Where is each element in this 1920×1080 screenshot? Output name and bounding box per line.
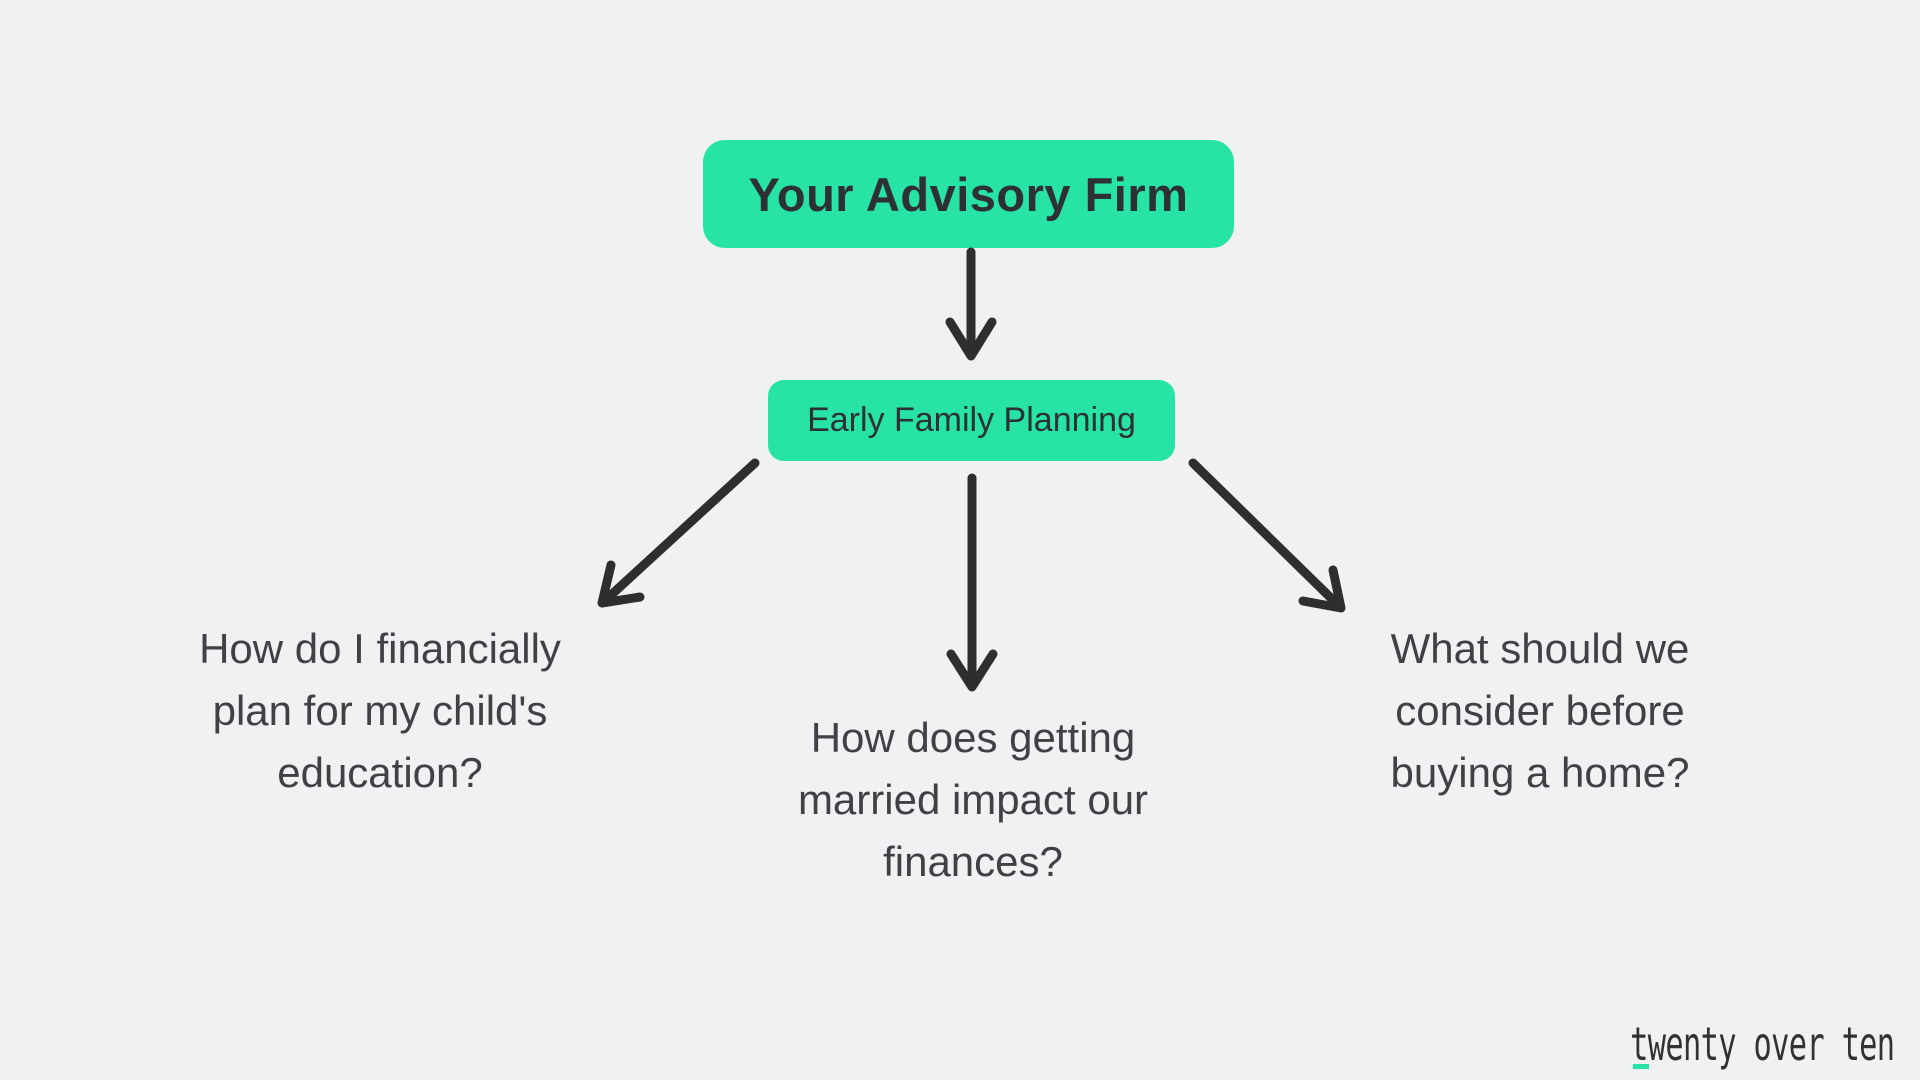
arrow-down-left-icon bbox=[597, 458, 760, 608]
arrow-down-icon bbox=[945, 247, 997, 361]
logo-green-underline bbox=[1633, 1064, 1649, 1069]
question-line: married impact our bbox=[797, 776, 1149, 823]
arrow-down-icon bbox=[946, 473, 998, 692]
logo-text: twenty over ten bbox=[1629, 1017, 1895, 1072]
question-line: What should we bbox=[1390, 625, 1690, 672]
mid-node-label: Early Family Planning bbox=[807, 401, 1136, 439]
question-line: buying a home? bbox=[1390, 749, 1690, 796]
root-node-label: Your Advisory Firm bbox=[748, 167, 1189, 221]
question-line: plan for my child's bbox=[212, 687, 548, 734]
question-line: education? bbox=[277, 749, 483, 796]
question-line: finances? bbox=[883, 838, 1063, 885]
question-line: How does getting bbox=[810, 714, 1136, 761]
question-education: How do I financially plan for my child's… bbox=[140, 618, 620, 804]
question-line: How do I financially bbox=[199, 625, 561, 672]
twenty-over-ten-logo: twenty over ten bbox=[1629, 1014, 1895, 1072]
question-marriage: How does getting married impact our fina… bbox=[733, 707, 1213, 893]
question-home: What should we consider before buying a … bbox=[1300, 618, 1780, 804]
mid-node: Early Family Planning bbox=[768, 380, 1175, 461]
root-node: Your Advisory Firm bbox=[703, 140, 1234, 248]
question-line: consider before bbox=[1395, 687, 1685, 734]
arrow-down-right-icon bbox=[1188, 458, 1346, 613]
